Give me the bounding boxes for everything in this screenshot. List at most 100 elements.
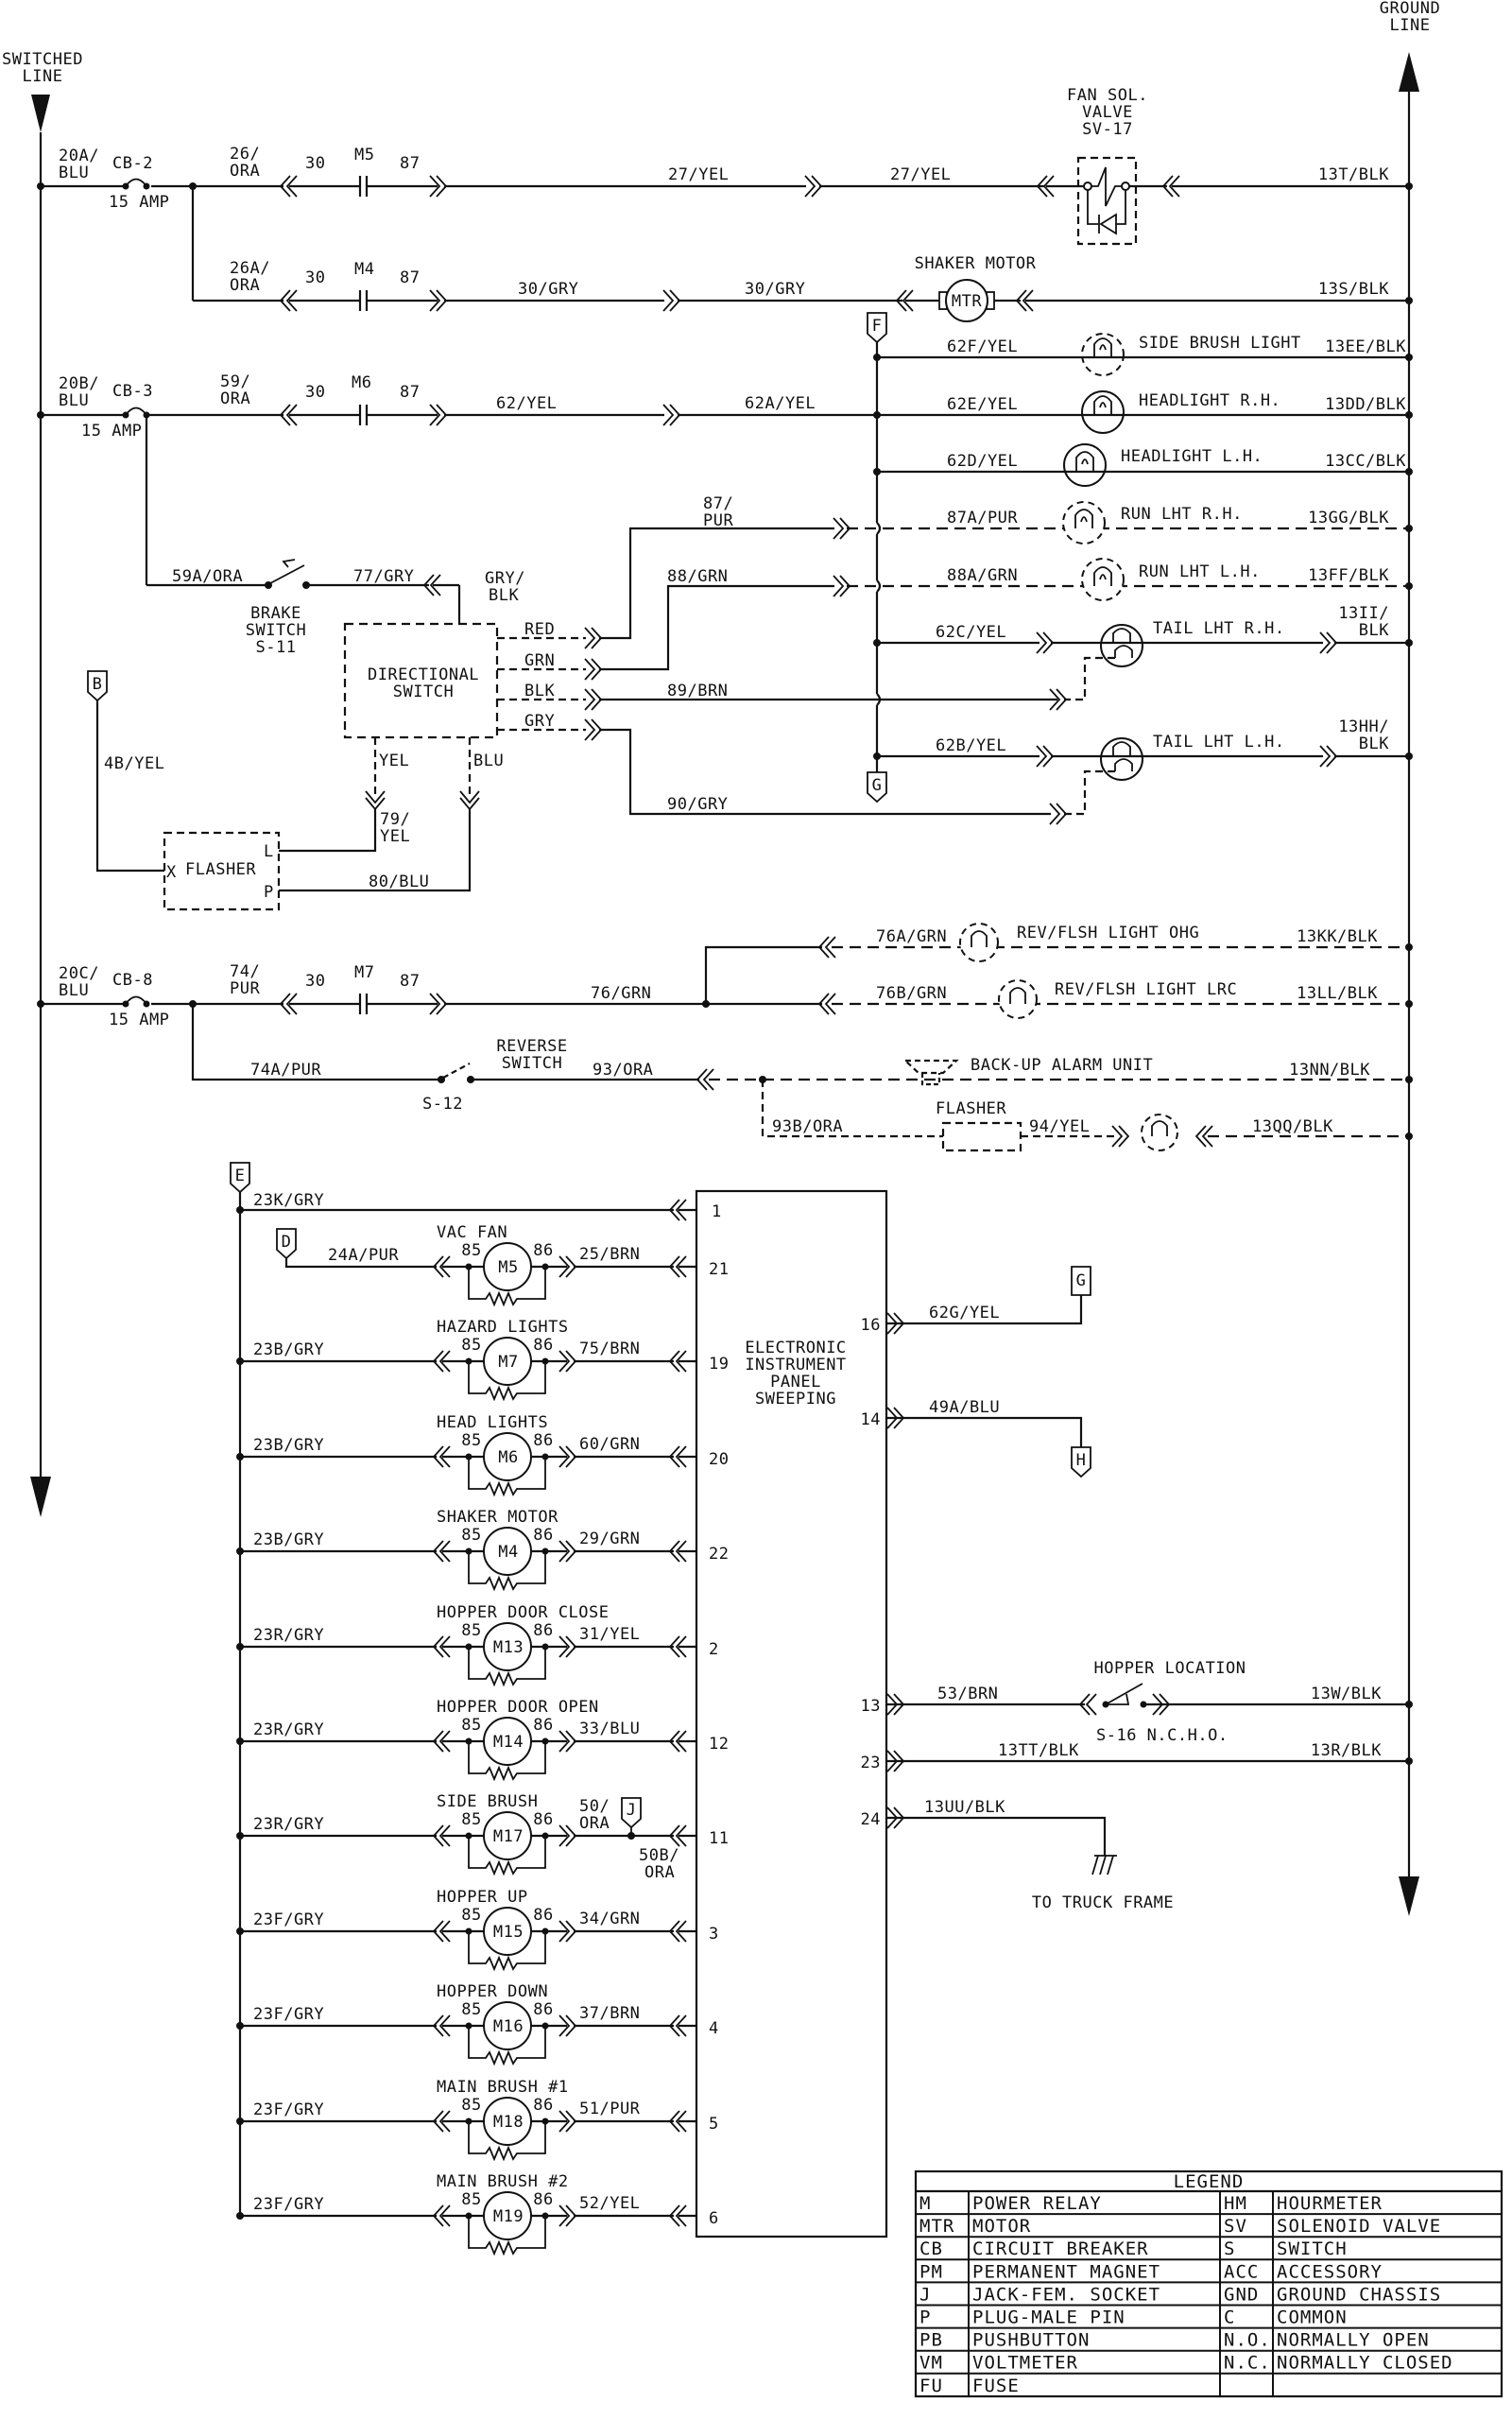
wire-label: 20A/ bbox=[59, 147, 99, 165]
light-label: HEADLIGHT L.H. bbox=[1121, 447, 1263, 466]
relay-id: M5 bbox=[498, 1258, 518, 1277]
wire-label: 23F/GRY bbox=[253, 2005, 324, 2024]
wire-label: 27/YEL bbox=[890, 165, 951, 184]
wire-label: 76/GRN bbox=[591, 984, 651, 1003]
wire-label: 52/YEL bbox=[579, 2194, 640, 2213]
wire-label: 93B/ORA bbox=[772, 1117, 843, 1136]
wire-label: 37/BRN bbox=[579, 2004, 640, 2023]
eip-pin-label: 6 bbox=[709, 2209, 719, 2228]
tail-light-lh-icon bbox=[1100, 737, 1143, 781]
component-label: SHAKER MOTOR bbox=[915, 254, 1037, 273]
relay-coil-icon: M15 bbox=[465, 1907, 549, 1972]
wire-label: 93/ORA bbox=[593, 1061, 653, 1080]
legend-meaning: NORMALLY OPEN bbox=[1277, 2330, 1430, 2351]
ground-wire-label: 13CC/BLK bbox=[1325, 452, 1406, 471]
wire-label: BLK bbox=[489, 586, 519, 605]
relay-title: HOPPER DOOR CLOSE bbox=[437, 1603, 610, 1622]
component-label: BRAKE bbox=[250, 604, 301, 623]
eip-pin-label: 5 bbox=[709, 2115, 719, 2134]
light-label: REV/FLSH LIGHT LRC bbox=[1055, 980, 1237, 999]
eip-pin-label: 21 bbox=[709, 1260, 729, 1279]
component-label: S-11 bbox=[256, 638, 297, 657]
wire-label: 34/GRN bbox=[579, 1910, 640, 1928]
relay-title: HOPPER DOOR OPEN bbox=[437, 1698, 599, 1717]
relay-title: HAZARD LIGHTS bbox=[437, 1318, 569, 1337]
pin-label: 87 bbox=[400, 268, 420, 287]
marker-label: D bbox=[282, 1233, 292, 1252]
legend-abbrev: M bbox=[919, 2193, 931, 2214]
wire-label: 53/BRN bbox=[937, 1685, 998, 1703]
pin-label: 85 bbox=[461, 2096, 481, 2115]
pin-label: L bbox=[264, 842, 274, 861]
wire-color-label: GRY bbox=[524, 712, 555, 731]
light-label: TAIL LHT L.H. bbox=[1153, 733, 1285, 752]
flasher-right-box bbox=[941, 1121, 1022, 1152]
wire-label: BLU bbox=[59, 981, 89, 1000]
legend-abbrev: FU bbox=[919, 2376, 943, 2396]
wire-label: 49A/BLU bbox=[929, 1398, 1000, 1417]
wire-label: 62E/YEL bbox=[947, 395, 1018, 414]
run-light-rh-icon bbox=[1062, 501, 1106, 544]
pin-label: 30 bbox=[305, 972, 325, 991]
legend-meaning: MOTOR bbox=[972, 2216, 1031, 2237]
run-light-lh-icon bbox=[1081, 558, 1125, 601]
wire-label: 30/GRY bbox=[518, 280, 578, 299]
legend-meaning: COMMON bbox=[1277, 2308, 1348, 2328]
legend-abbrev: GND bbox=[1224, 2284, 1259, 2305]
component-id: S-12 bbox=[422, 1095, 463, 1114]
relay-title: VAC FAN bbox=[437, 1223, 507, 1242]
eip-pin-label: 19 bbox=[709, 1355, 729, 1374]
relay-id: M15 bbox=[493, 1923, 524, 1942]
legend-meaning: VOLTMETER bbox=[972, 2353, 1078, 2374]
eip-pin-label: 11 bbox=[709, 1829, 729, 1848]
wire-label: 59A/ORA bbox=[172, 567, 243, 586]
ground-line-label: GROUND bbox=[1380, 0, 1440, 18]
wire-label: 23R/GRY bbox=[253, 1626, 324, 1645]
relay-coil-icon: M17 bbox=[465, 1811, 549, 1876]
pin-label: 86 bbox=[533, 1621, 553, 1640]
ground-line-label-2: LINE bbox=[1390, 16, 1431, 35]
pin-label: 30 bbox=[305, 383, 325, 402]
legend-abbrev: VM bbox=[919, 2353, 943, 2374]
wire-label: 33/BLU bbox=[579, 1720, 640, 1738]
eip-pin-label: 1 bbox=[712, 1202, 722, 1221]
component-label: VALVE bbox=[1082, 103, 1133, 122]
relay-id: M5 bbox=[354, 146, 374, 164]
component-label: SV-17 bbox=[1082, 120, 1133, 139]
component-label: DIRECTIONAL bbox=[368, 666, 479, 684]
light-label: SIDE BRUSH LIGHT bbox=[1139, 334, 1301, 353]
wire-label: 50/ bbox=[579, 1797, 610, 1816]
cb-id: CB-3 bbox=[112, 382, 153, 401]
switched-line-label: SWITCHED bbox=[2, 50, 83, 69]
wire-label: 23B/GRY bbox=[253, 1436, 324, 1455]
ground-wire-label: BLK bbox=[1359, 621, 1389, 640]
legend-meaning: SOLENOID VALVE bbox=[1277, 2216, 1441, 2237]
pin-label: 86 bbox=[533, 1526, 553, 1545]
wire-label: 23R/GRY bbox=[253, 1720, 324, 1739]
cb-id: CB-8 bbox=[112, 971, 153, 990]
wire-label: BLU bbox=[59, 164, 89, 182]
wire-label: 90/GRY bbox=[667, 795, 728, 814]
relay-id: M4 bbox=[498, 1543, 518, 1562]
wire-label: 20B/ bbox=[59, 374, 99, 393]
legend-abbrev: P bbox=[919, 2308, 931, 2328]
wire-label: 23K/GRY bbox=[253, 1191, 324, 1210]
wire-label: 75/BRN bbox=[579, 1340, 640, 1358]
marker-label: E bbox=[235, 1167, 246, 1185]
wire-label: 20C/ bbox=[59, 964, 99, 983]
ground-wire-label: 13NN/BLK bbox=[1289, 1061, 1370, 1080]
ground-wire-label: 13II/ bbox=[1338, 604, 1389, 623]
wire-label: 60/GRN bbox=[579, 1435, 640, 1454]
wire-label: ORA bbox=[220, 389, 250, 408]
brake-switch-icon bbox=[265, 559, 310, 589]
pin-label: 87 bbox=[400, 154, 420, 173]
relay-id: M6 bbox=[498, 1448, 518, 1467]
